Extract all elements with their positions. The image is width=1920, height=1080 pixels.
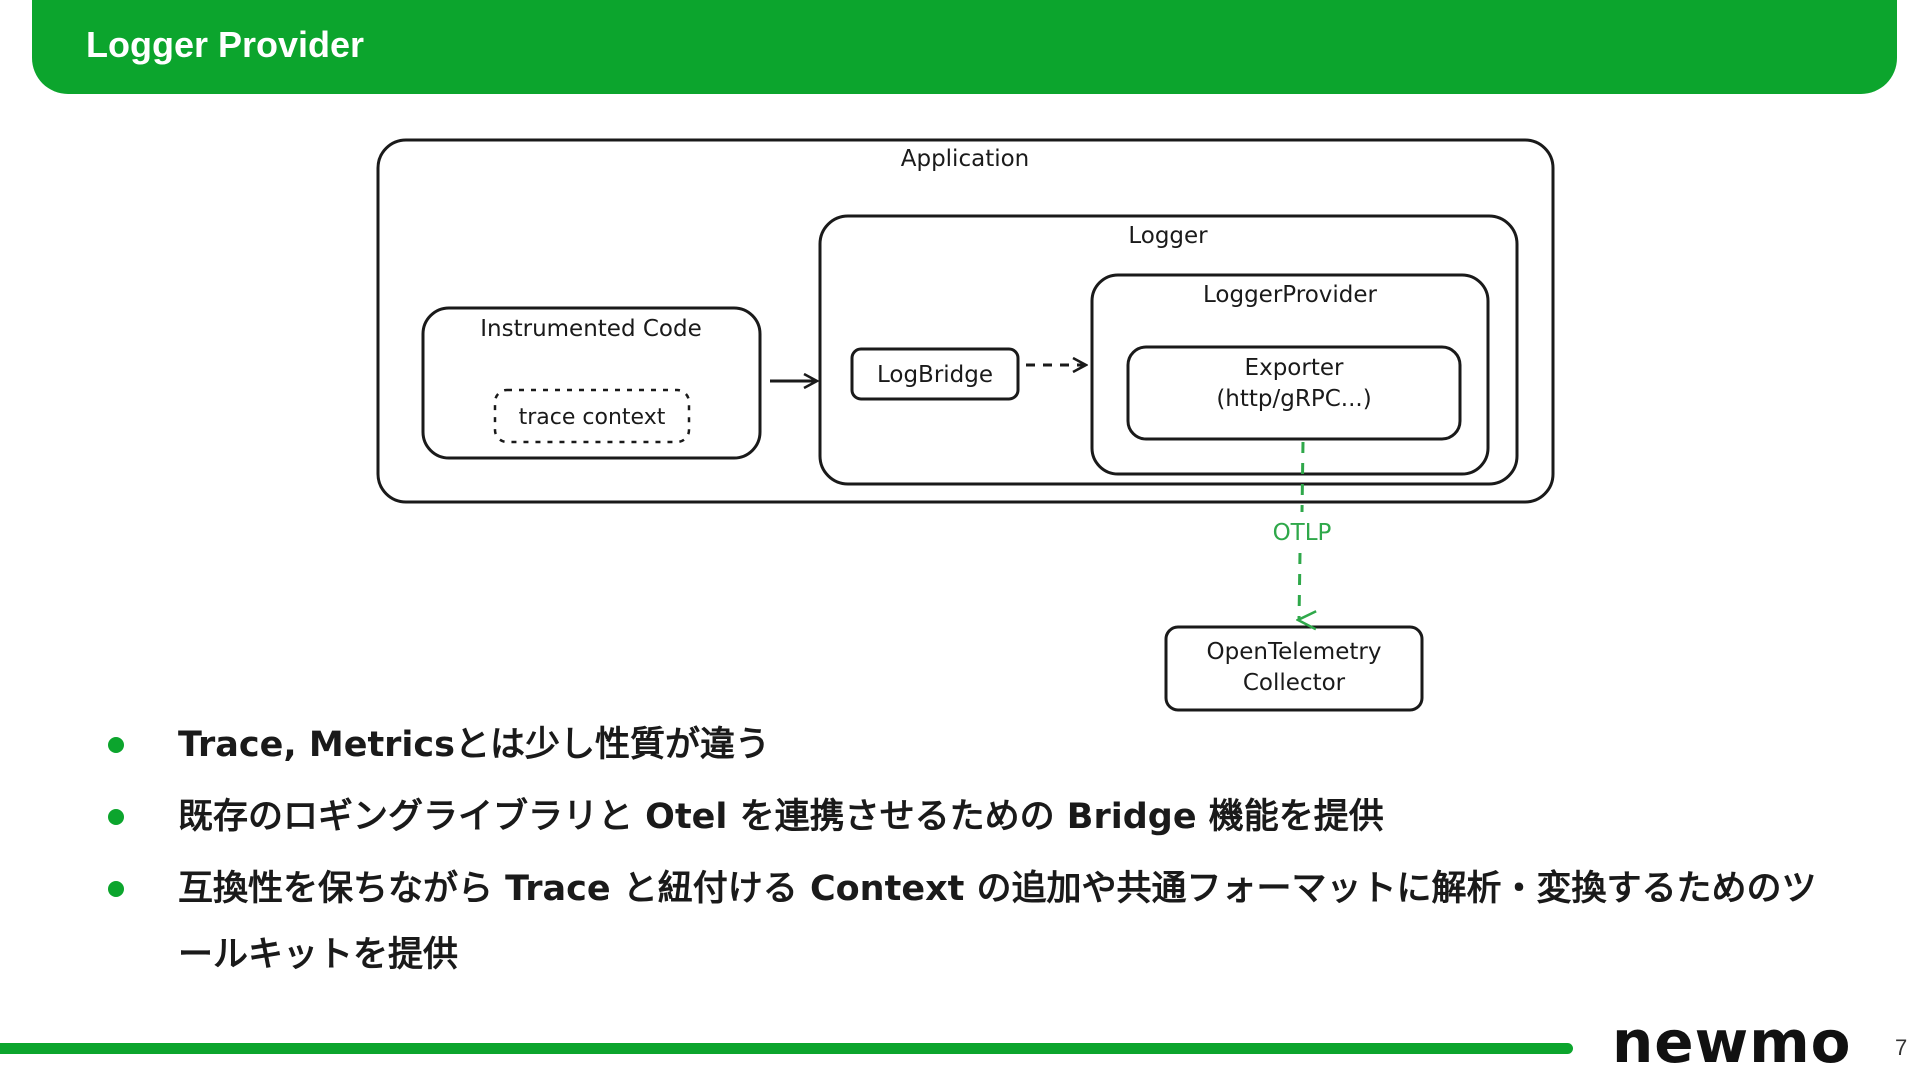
bullet-dot-icon xyxy=(108,881,124,897)
bullet-text: 互換性を保ちながら Trace と紐付ける Context の追加や共通フォーマ… xyxy=(178,869,1817,975)
exporter-box: Exporter (http/gRPC...) xyxy=(1126,345,1462,441)
collector-label-2: Collector xyxy=(1243,670,1346,696)
bullet-dot-icon xyxy=(108,809,124,825)
trace-context-box: trace context xyxy=(493,388,691,444)
log-bridge-label: LogBridge xyxy=(877,362,993,388)
logger-label: Logger xyxy=(1128,223,1208,249)
log-bridge-box: LogBridge xyxy=(850,347,1020,401)
application-box: Application xyxy=(376,138,1555,504)
logger-provider-label: LoggerProvider xyxy=(1203,282,1378,308)
bullet-list: Trace, Metricsとは少し性質が違う 既存のロギングライブラリと Ot… xyxy=(100,712,1840,994)
collector-box: OpenTelemetry Collector xyxy=(1164,625,1424,712)
bullet-item: 既存のロギングライブラリと Otel を連携させるための Bridge 機能を提… xyxy=(100,784,1840,850)
exporter-protocol-label: (http/gRPC...) xyxy=(1216,386,1371,412)
exporter-label: Exporter xyxy=(1245,355,1344,381)
collector-label: OpenTelemetry xyxy=(1207,639,1382,665)
page-title: Logger Provider xyxy=(86,24,365,65)
logger-provider-box: LoggerProvider xyxy=(1090,273,1490,476)
instrumented-code-box: Instrumented Code xyxy=(421,306,762,460)
newmo-logo: newmo xyxy=(1612,1008,1852,1076)
footer-bar xyxy=(0,1043,1573,1054)
page-number: 7 xyxy=(1895,1035,1908,1060)
logger-box: Logger xyxy=(818,214,1519,486)
bullet-item: 互換性を保ちながら Trace と紐付ける Context の追加や共通フォーマ… xyxy=(100,856,1840,988)
bullet-dot-icon xyxy=(108,737,124,753)
trace-context-label: trace context xyxy=(519,405,666,430)
application-label: Application xyxy=(901,146,1030,172)
instrumented-code-label: Instrumented Code xyxy=(480,316,702,342)
bullet-text: Trace, Metricsとは少し性質が違う xyxy=(178,725,771,765)
bullet-text: 既存のロギングライブラリと Otel を連携させるための Bridge 機能を提… xyxy=(178,797,1384,837)
otlp-label: OTLP xyxy=(1273,520,1332,546)
header-bar: Logger Provider xyxy=(32,0,1897,94)
bullet-item: Trace, Metricsとは少し性質が違う xyxy=(100,712,1840,778)
otlp-arrow-lower xyxy=(1299,552,1300,620)
